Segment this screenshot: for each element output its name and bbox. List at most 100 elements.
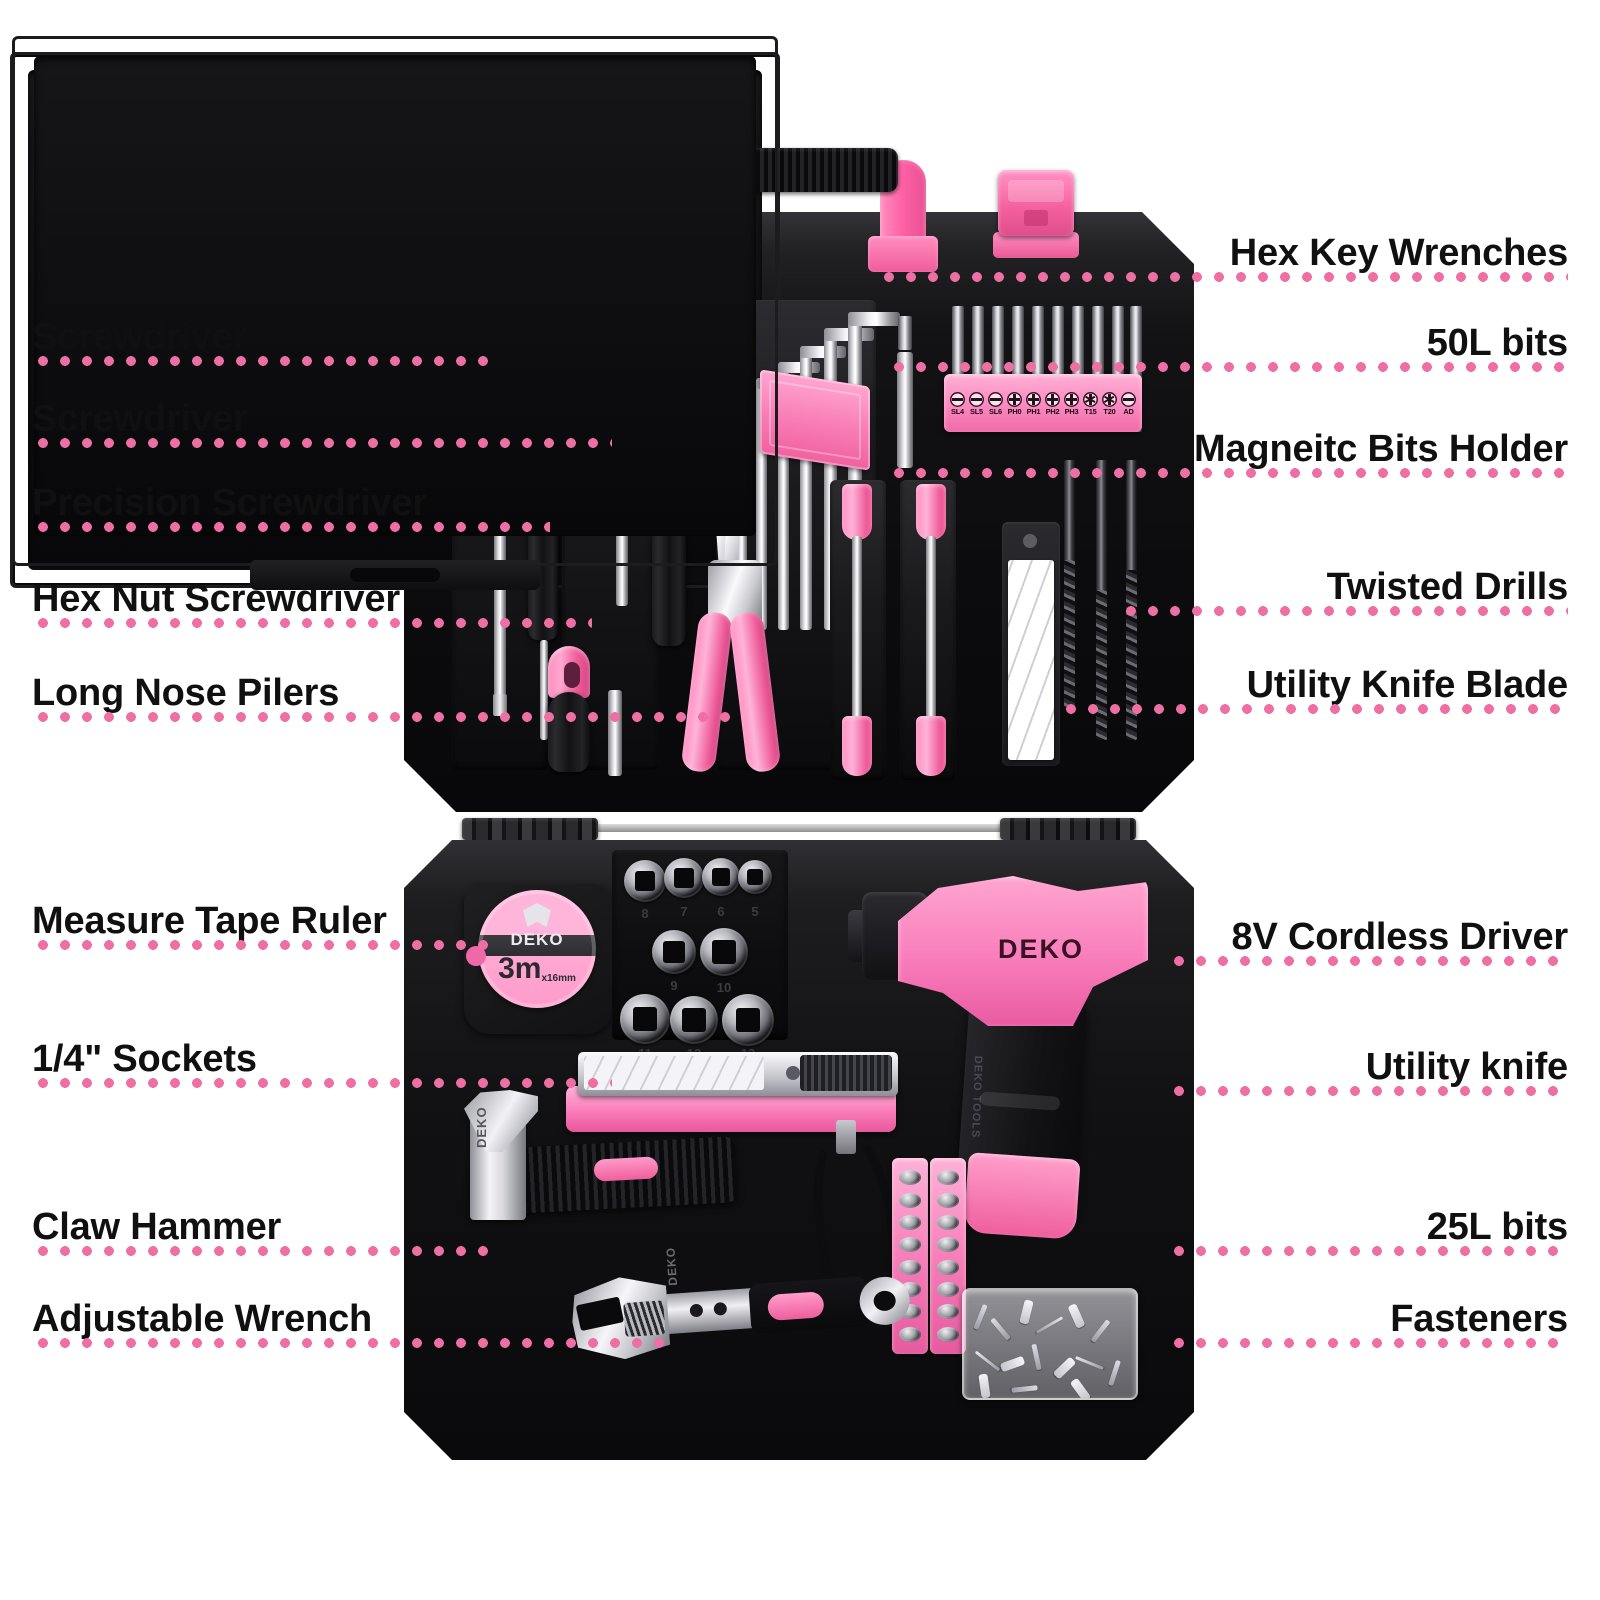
callout-adjustable-wrench: Adjustable Wrench — [0, 1282, 700, 1348]
magnetic-extension-shaft — [897, 352, 913, 468]
bit-size-label: SL4 — [951, 407, 964, 417]
tape-length-label: 3mx16mm — [478, 954, 596, 984]
bit-size-label: T15 — [1084, 407, 1097, 417]
callout-measure-tape-ruler: Measure Tape Ruler — [0, 884, 516, 950]
callout-leader-line — [1168, 1338, 1568, 1348]
nut-driver-1-shaft — [852, 536, 862, 726]
callout-label: Measure Tape Ruler — [32, 900, 387, 942]
socket-7 — [664, 858, 704, 898]
callout-fasteners: Fasteners — [1140, 1282, 1600, 1348]
callout-label: Fasteners — [1390, 1298, 1568, 1340]
socket-num-10: 10 — [716, 980, 732, 995]
callout-screwdriver-2: Screwdriver — [0, 382, 640, 448]
callout-label: 50L bits — [1426, 322, 1569, 364]
callout-label: 8V Cordless Driver — [1231, 916, 1569, 958]
precision-screwdriver-tip — [540, 640, 548, 740]
callout-label: Hex Nut Screwdriver — [32, 578, 400, 620]
callout-leader-line — [32, 618, 592, 628]
case-hinge-seam — [470, 824, 1130, 832]
driver-brand-label: DEKO — [998, 934, 1085, 964]
wrench-brand-label: DEKO — [663, 1246, 681, 1287]
callout-leader-line — [878, 272, 1568, 282]
torx-bit-icon — [1083, 392, 1098, 408]
callout-leader-line — [1168, 1086, 1568, 1096]
callout-label: 1/4" Sockets — [32, 1038, 257, 1080]
callout-leader-line — [32, 1246, 492, 1256]
socket-6 — [702, 858, 740, 896]
bit-holder-cell: T20 — [1102, 392, 1117, 417]
bit-size-label: PH2 — [1045, 407, 1060, 417]
callout-hex-nut-screwdriver: Hex Nut Screwdriver — [0, 562, 620, 628]
twisted-drill-2-flute — [1096, 590, 1107, 740]
utility-knife-slider — [800, 1055, 892, 1091]
screwdriver-1-shaft — [494, 486, 506, 696]
callout-label: Magneitc Bits Holder — [1194, 428, 1568, 470]
nut-driver-2-handle — [916, 484, 946, 540]
socket-num-6: 6 — [717, 904, 725, 919]
tape-brand-label: DEKO — [510, 930, 564, 949]
driver-battery-foot — [963, 1152, 1081, 1240]
callout-leader-line — [1168, 1246, 1568, 1256]
bit-size-label: SL5 — [970, 407, 983, 417]
socket-11 — [620, 994, 670, 1044]
bit-holder-cell: SL4 — [950, 392, 965, 417]
fasteners-box — [962, 1288, 1138, 1400]
hex-key-2 — [756, 378, 767, 630]
twisted-drill-1-shank — [1064, 460, 1075, 580]
tape-lock-button — [466, 946, 486, 966]
utility-knife-blade-stack — [1008, 560, 1054, 760]
callout-leader-line — [1168, 956, 1568, 966]
bit-size-label: AD — [1123, 407, 1134, 417]
case-hinge-left — [462, 818, 598, 840]
bit-size-label: T20 — [1103, 407, 1116, 417]
wrench-grip-pad — [766, 1291, 825, 1322]
slot-bit-icon — [1121, 392, 1136, 408]
case-foot-notch — [350, 568, 440, 582]
callout-label: Screwdriver — [32, 316, 248, 358]
screwdriver-3-cap — [548, 646, 590, 698]
callout-precision-screwdriver: Precision Screwdriver — [0, 466, 578, 532]
callout-twisted-drills: Twisted Drills — [1092, 550, 1600, 616]
hex-key-6-arm — [848, 312, 900, 326]
phillips-bit-icon — [1045, 392, 1060, 408]
socket-num-9: 9 — [670, 978, 678, 993]
callout-claw-hammer: Claw Hammer — [0, 1190, 520, 1256]
bit-strip-1 — [892, 1158, 928, 1354]
bit-holder-cell: T15 — [1083, 392, 1098, 417]
callout-leader-line — [32, 712, 732, 722]
bit-holder-cell: PH0 — [1007, 392, 1022, 416]
deko-shield-icon — [523, 903, 551, 927]
twisted-drill-3-flute — [1126, 570, 1137, 740]
bit-holder-cell: PH2 — [1045, 392, 1060, 417]
nut-driver-2-socket — [916, 716, 946, 776]
slot-bit-icon — [950, 392, 965, 408]
socket-5 — [738, 860, 772, 894]
socket-8 — [624, 860, 666, 902]
callout-hex-key-wrenches: Hex Key Wrenches — [850, 216, 1600, 282]
callout-leader-line — [1060, 704, 1568, 714]
hex-key-4-arm — [800, 346, 846, 358]
case-latch-right — [998, 170, 1074, 236]
socket-9 — [652, 930, 696, 974]
callout-leader-line — [888, 362, 1568, 372]
nut-driver-2-shaft — [926, 536, 936, 726]
bit-size-label: PH3 — [1064, 407, 1079, 417]
phillips-bit-icon — [1007, 392, 1022, 408]
nut-driver-1-socket — [842, 716, 872, 776]
callout-label: Precision Screwdriver — [32, 482, 428, 524]
callout-label: Screwdriver — [32, 398, 248, 440]
slot-bit-icon — [969, 392, 984, 408]
callout-screwdriver-1: Screwdriver — [0, 300, 520, 366]
callout-label: Claw Hammer — [32, 1206, 282, 1248]
hex-key-3-arm — [778, 362, 820, 373]
socket-num-7: 7 — [680, 904, 688, 919]
blade-case-stud-icon — [1023, 534, 1037, 548]
utility-knife-stud-icon — [786, 1066, 800, 1080]
callout-label: Utility knife — [1365, 1046, 1568, 1088]
utility-knife-blade — [584, 1056, 764, 1090]
callout-leader-line — [32, 1338, 672, 1348]
callout-50l-bits: 50L bits — [860, 306, 1600, 372]
callout-utility-knife-blade: Utility Knife Blade — [1032, 648, 1600, 714]
torx-bit-icon — [1102, 392, 1117, 408]
